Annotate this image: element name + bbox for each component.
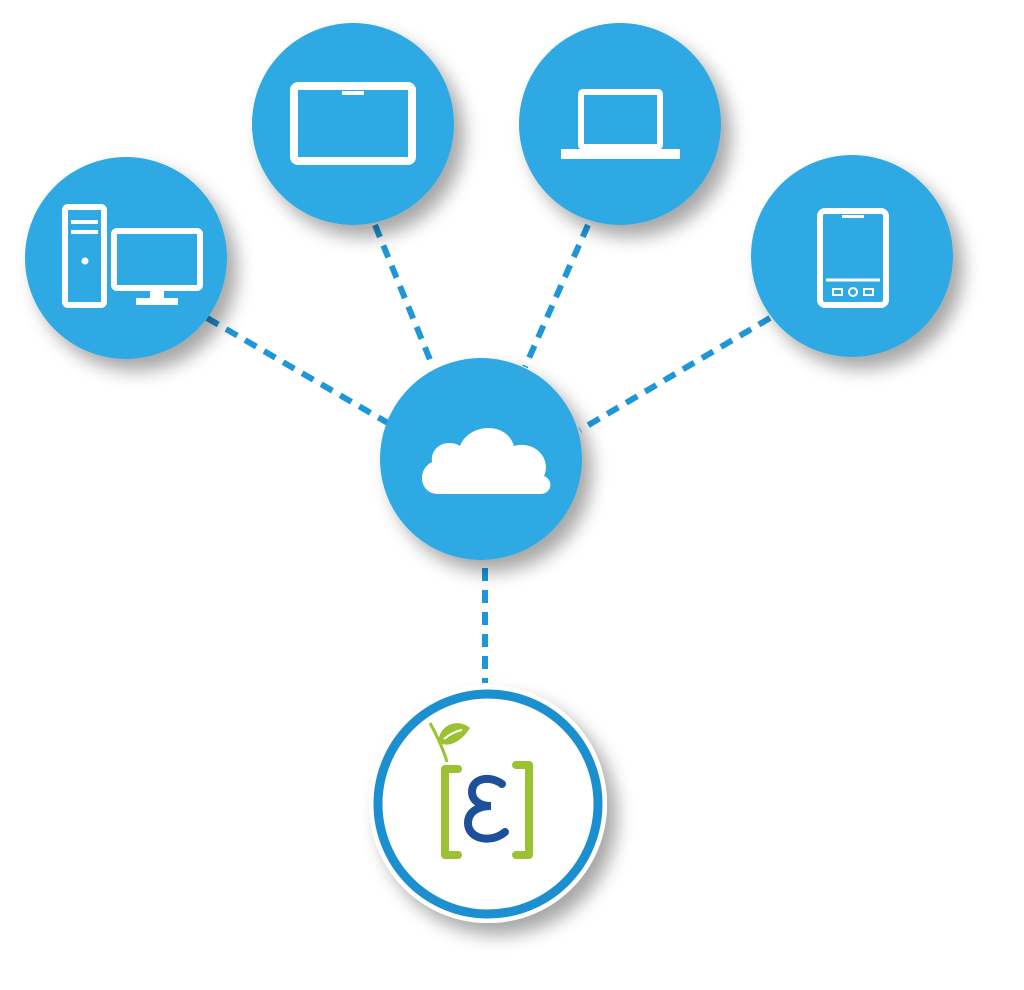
connector-tablet	[372, 223, 436, 369]
tablet-landscape-icon	[290, 82, 416, 165]
device-node-desktop	[25, 157, 227, 359]
connector-desktop	[205, 315, 402, 433]
connectors	[205, 223, 772, 683]
smartphone-icon	[817, 208, 889, 308]
desktop-computer-icon	[62, 204, 203, 308]
device-node-smartphone	[751, 155, 953, 357]
connector-smartphone	[578, 315, 772, 433]
laptop-icon	[561, 89, 680, 159]
connector-laptop	[522, 223, 591, 369]
cloud-icon	[421, 427, 551, 494]
epsilon-leaf-logo	[428, 722, 533, 859]
device-node-tablet	[252, 23, 454, 225]
device-node-laptop	[519, 23, 721, 225]
